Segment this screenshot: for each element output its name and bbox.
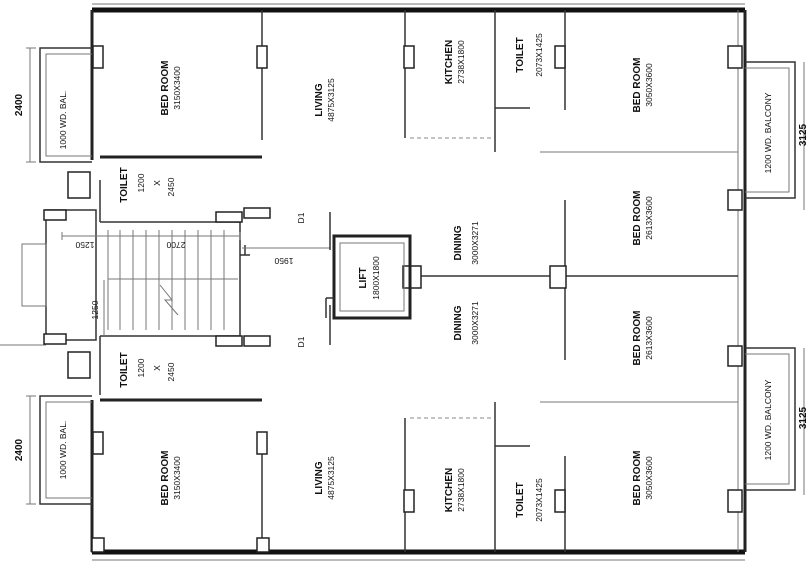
room-size: 3150X3400 xyxy=(172,456,182,500)
balcony-top-right: 1200 WD. BALCONY xyxy=(745,61,796,199)
room-size-x: X xyxy=(152,365,162,371)
room-bed-middle-right-top: BED ROOM 2613X3600 xyxy=(632,191,654,246)
room-bed-bottom-right: BED ROOM 3050X3600 xyxy=(632,451,654,506)
room-kitchen-bottom: KITCHEN 2738X1800 xyxy=(444,468,466,512)
room-bed-bottom-left: BED ROOM 3150X3400 xyxy=(160,451,182,506)
room-name: KITCHEN xyxy=(444,40,455,84)
dimension-label: 1250 xyxy=(90,300,100,319)
room-kitchen-top: KITCHEN 2738X1800 xyxy=(444,40,466,84)
lift-lobby: 1950 D1 D1 xyxy=(242,212,331,347)
room-toilet-lower-left: TOILET 1200 X 2450 xyxy=(119,352,176,387)
room-name: BED ROOM xyxy=(632,451,643,506)
dimension-label: 1950 xyxy=(274,256,293,266)
dimension-label: 2700 xyxy=(166,240,185,250)
dimension-label: 2400 xyxy=(14,93,25,116)
room-size: 3150X3400 xyxy=(172,66,182,110)
dimension-label: 2400 xyxy=(14,438,25,461)
balcony-top-left: 1000 WD. BAL. xyxy=(39,47,92,163)
room-size: 3050X3600 xyxy=(644,456,654,500)
room-toilet-bottom: TOILET 2073X1425 xyxy=(515,478,544,522)
room-dining-bottom: DINING 3000X3271 xyxy=(453,301,480,345)
room-size: 3050X3600 xyxy=(644,63,654,107)
door-label: D1 xyxy=(296,212,306,223)
room-size: 4875X3125 xyxy=(326,78,336,122)
room-name: BED ROOM xyxy=(632,191,643,246)
balcony-label: 1200 WD. BALCONY xyxy=(763,92,773,173)
room-size: 4875X3125 xyxy=(326,456,336,500)
staircase: 1250 2700 1250 xyxy=(0,171,271,395)
room-size: 1200 xyxy=(136,173,146,192)
columns xyxy=(91,45,743,553)
room-name: LIFT xyxy=(358,267,369,288)
balcony-label: 1200 WD. BALCONY xyxy=(763,379,773,460)
room-size: 3000X3271 xyxy=(470,221,480,265)
room-dining-top: DINING 3000X3271 xyxy=(453,221,480,265)
room-size: 2073X1425 xyxy=(534,33,544,77)
room-living-bottom-left: LIVING 4875X3125 xyxy=(314,456,336,500)
room-name: DINING xyxy=(453,305,464,340)
balcony-label: 1000 WD. BAL. xyxy=(58,421,68,480)
room-size: 1800X1800 xyxy=(371,256,381,300)
room-size: 2450 xyxy=(166,177,176,196)
dimension-right-bottom: 3125 xyxy=(798,348,809,495)
room-size: 3000X3271 xyxy=(470,301,480,345)
room-bed-top-left: BED ROOM 3150X3400 xyxy=(160,61,182,116)
room-name: BED ROOM xyxy=(632,311,643,366)
room-name: LIVING xyxy=(314,83,325,117)
dimension-label: 3125 xyxy=(798,123,809,146)
room-size: 2613X3600 xyxy=(644,316,654,360)
room-size: 2613X3600 xyxy=(644,196,654,240)
room-size: 2450 xyxy=(166,362,176,381)
room-size: 2738X1800 xyxy=(456,468,466,512)
dimension-left-top: 2400 xyxy=(14,47,36,163)
room-bed-top-right: BED ROOM 3050X3600 xyxy=(632,58,654,113)
room-name: DINING xyxy=(453,225,464,260)
room-size: 2073X1425 xyxy=(534,478,544,522)
room-name: TOILET xyxy=(515,37,526,72)
room-living-top-left: LIVING 4875X3125 xyxy=(314,78,336,122)
room-name: BED ROOM xyxy=(632,58,643,113)
interior-walls-top xyxy=(100,10,738,277)
room-size-x: X xyxy=(152,180,162,186)
room-name: TOILET xyxy=(515,482,526,517)
room-name: BED ROOM xyxy=(160,451,171,506)
dimension-right-top: 3125 xyxy=(798,62,809,210)
room-bed-middle-right-bottom: BED ROOM 2613X3600 xyxy=(632,311,654,366)
room-name: TOILET xyxy=(119,352,130,387)
outer-walls xyxy=(90,3,747,561)
room-name: LIVING xyxy=(314,461,325,495)
room-size: 1200 xyxy=(136,358,146,377)
lift-shaft: LIFT 1800X1800 xyxy=(325,234,412,320)
dimension-left-bottom: 2400 xyxy=(14,395,36,505)
interior-walls-bottom xyxy=(100,285,738,552)
room-size: 2738X1800 xyxy=(456,40,466,84)
balcony-bottom-right: 1200 WD. BALCONY xyxy=(745,347,796,491)
room-toilet-top: TOILET 2073X1425 xyxy=(515,33,544,77)
door-label: D1 xyxy=(296,336,306,347)
dimension-label: 3125 xyxy=(798,406,809,429)
balcony-bottom-left: 1000 WD. BAL. xyxy=(39,395,92,505)
room-toilet-upper-left: TOILET 1200 X 2450 xyxy=(119,167,176,202)
room-name: BED ROOM xyxy=(160,61,171,116)
room-name: KITCHEN xyxy=(444,468,455,512)
dimension-label: 1250 xyxy=(75,240,94,250)
balcony-label: 1000 WD. BAL. xyxy=(58,91,68,150)
room-name: TOILET xyxy=(119,167,130,202)
